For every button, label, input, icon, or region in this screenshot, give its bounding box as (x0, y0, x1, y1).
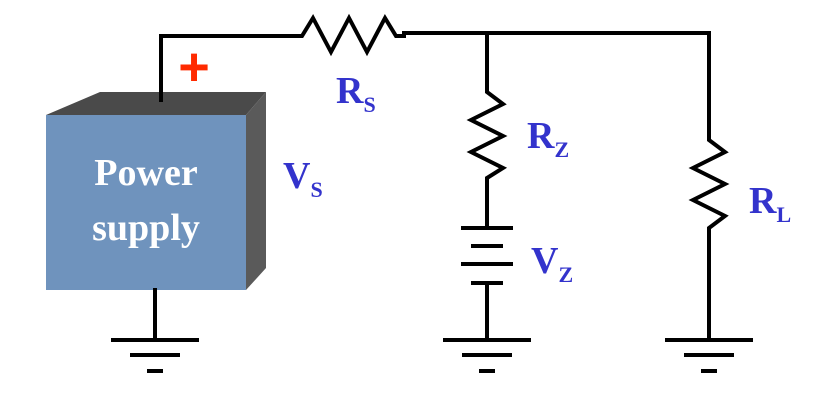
power-supply-side-face (246, 92, 266, 290)
top-rail (402, 31, 711, 134)
load-resistor-rl (688, 130, 730, 242)
label-vs: VS (283, 155, 323, 202)
power-supply-label-line2: supply (92, 207, 200, 249)
label-rz: RZ (527, 115, 569, 162)
ground-supply (111, 338, 199, 373)
label-rl: RL (749, 180, 791, 227)
label-rs: RS (336, 70, 376, 117)
supply-positive-lead (159, 34, 294, 102)
power-supply-top-face (46, 92, 266, 115)
power-supply-front-face (46, 115, 246, 290)
ground-zener (443, 338, 531, 373)
ground-load (665, 338, 753, 373)
power-supply: Power supply + (46, 37, 266, 290)
label-vz: VZ (531, 240, 573, 287)
power-supply-label-line1: Power (94, 152, 198, 194)
positive-terminal-symbol: + (178, 37, 210, 97)
series-resistor-rs (290, 13, 406, 57)
zener-resistor-rz (466, 83, 508, 192)
zener-battery-symbol (461, 226, 513, 285)
wires (153, 13, 730, 340)
